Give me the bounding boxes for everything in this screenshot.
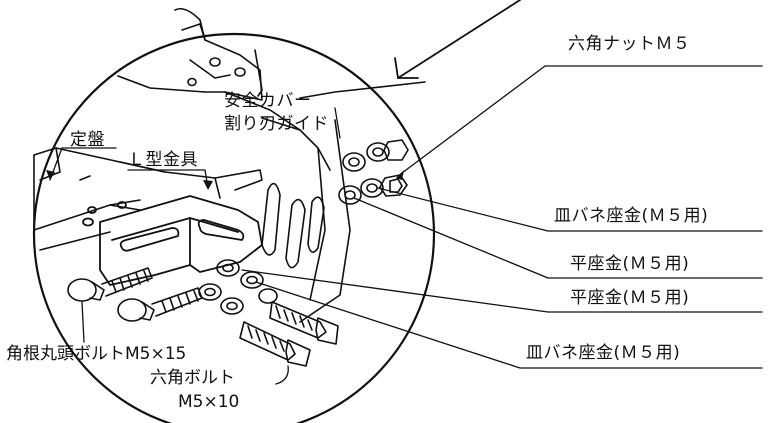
label-hex-bolt: 六角ボルト — [150, 368, 235, 388]
label-riving-knife-guide: 割り刃ガイド — [224, 114, 329, 134]
label-safety-cover: 安全カバー — [224, 91, 312, 111]
carriage-bolt-2 — [117, 287, 203, 322]
detail-circle — [32, 32, 436, 423]
label-carriage-bolt: 角根丸頭ボルトM5×15 — [6, 344, 187, 364]
view-pointer-arrow — [394, 0, 521, 79]
hex-bolt-2 — [239, 321, 311, 367]
leader-lines — [49, 65, 763, 385]
leader-arrowheads — [46, 170, 404, 190]
l-bracket-shape — [82, 195, 263, 286]
safety-cover-shape — [117, 7, 426, 323]
label-hex-bolt-size: M5×10 — [178, 392, 240, 412]
label-spring-washer-top: 皿バネ座金(Ｍ５用) — [554, 206, 709, 226]
label-hex-nut: 六角ナットＭ５ — [568, 34, 691, 54]
label-l-bracket: Ｌ型金具 — [128, 150, 198, 170]
label-surface-plate: 定盤 — [70, 130, 105, 150]
lower-washer-group — [198, 259, 278, 315]
carriage-bolt-1 — [67, 267, 153, 302]
hex-bolt-1 — [269, 301, 339, 345]
label-flat-washer-bottom: 平座金(Ｍ５用) — [570, 288, 690, 308]
nut-washer-group-right — [338, 139, 409, 205]
label-spring-washer-bottom: 皿バネ座金(Ｍ５用) — [526, 343, 681, 363]
guide-slots — [261, 182, 325, 269]
label-flat-washer-top: 平座金(Ｍ５用) — [570, 254, 690, 274]
